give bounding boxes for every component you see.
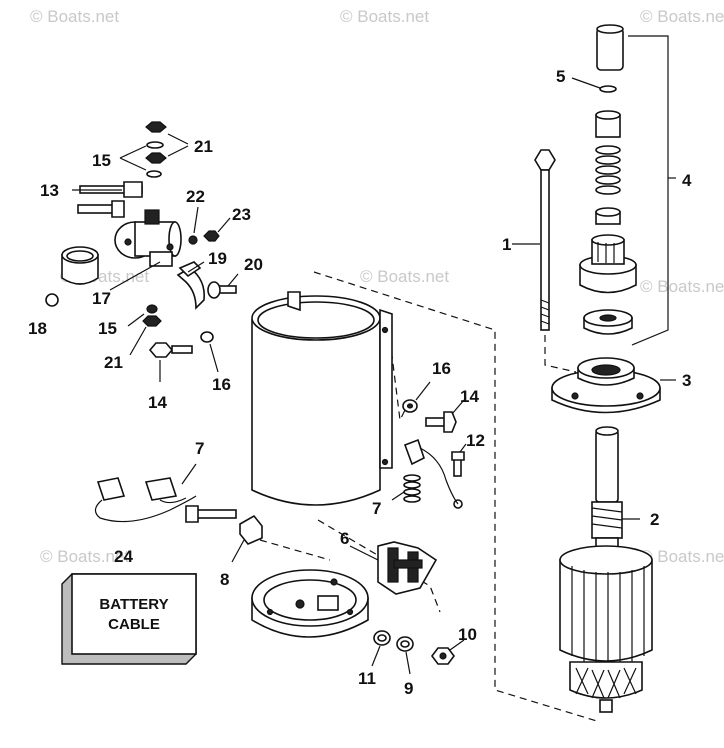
drive-assembly [571,24,676,346]
callout-7a: 7 [195,439,204,458]
callout-21a: 21 [194,137,213,156]
watermark: © Boats.net [640,547,724,566]
o-ring [45,293,59,307]
armature [559,426,653,713]
callout-17: 17 [92,289,111,308]
callout-1: 1 [502,235,511,254]
alignment-line [389,339,411,423]
terminal-hardware [371,630,465,675]
washer [396,636,414,652]
alignment-line [313,271,601,723]
callout-13: 13 [40,181,59,200]
nut [203,230,220,242]
callout-16a: 16 [212,375,231,394]
callout-23: 23 [232,205,251,224]
callout-10: 10 [458,625,477,644]
callout-5: 5 [556,67,565,86]
insulator [239,514,263,545]
nut [145,121,167,133]
callout-7b: 7 [372,499,381,518]
drive-spring [595,145,621,195]
callout-18: 18 [28,319,47,338]
callout-16b: 16 [432,359,451,378]
callout-20: 20 [244,255,263,274]
battery-cable-label-line1: BATTERY [99,596,168,613]
group-bracket [628,35,669,346]
solenoid-assembly [45,121,239,382]
watermark: © Boats.net [360,267,449,286]
washer [146,141,164,149]
callout-9: 9 [404,679,413,698]
lockwasher [146,304,158,314]
watermark: © Boats.net [340,7,429,26]
callout-4: 4 [682,171,692,190]
retaining-ring [599,85,617,93]
callout-22: 22 [186,187,205,206]
motor-frame [251,291,393,506]
watermark: © Boats.net [40,547,129,566]
drive-cap-top [596,24,624,34]
through-bolt [512,149,577,373]
watermark: © Boats.net [640,277,724,296]
alignment-line [317,519,441,613]
brush-plate [349,541,438,595]
watermark: © Boats.net [30,7,119,26]
alignment-line [259,539,331,561]
drive-collar [583,309,633,335]
commutator-end-cap [251,569,369,638]
bolt [148,342,174,358]
drive-cap [596,27,624,71]
callout-14b: 14 [460,387,479,406]
callout-3: 3 [682,371,691,390]
callout-15b: 15 [98,319,117,338]
callout-12: 12 [466,431,485,450]
washer [200,331,214,343]
callout-14a: 14 [148,393,167,412]
battery-cable-box: BATTERY CABLE [61,573,197,665]
nut [145,152,167,164]
terminal-bolt [195,509,237,519]
brush-set [94,438,463,563]
callout-8: 8 [220,570,229,589]
drive-end-cap [551,357,676,414]
callout-24: 24 [114,547,133,566]
bracket [176,267,206,310]
callout-6: 6 [340,529,349,548]
callout-11: 11 [358,669,376,688]
watermark: © Boats.net [640,7,724,26]
callout-2: 2 [650,510,659,529]
callout-19: 19 [208,249,227,268]
lockwasher [188,235,198,245]
battery-cable-label-line2: CABLE [108,616,160,633]
callout-layer: 1 2 3 4 5 6 7 7 8 9 10 11 12 13 14 14 15… [28,67,692,698]
housing-hardware [402,381,467,477]
washer [373,630,391,646]
callout-21b: 21 [104,353,123,372]
callout-15a: 15 [92,151,111,170]
washer [146,170,162,178]
nut [142,315,162,327]
pinion-gear [579,234,637,294]
